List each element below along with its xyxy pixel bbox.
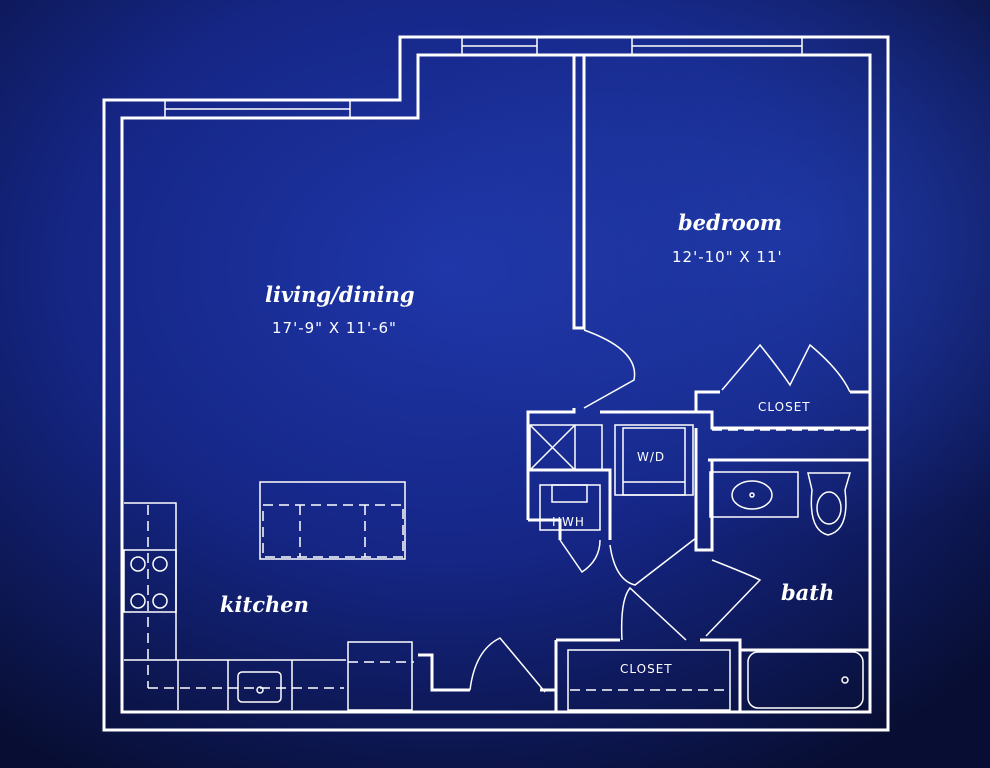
sink-icon [731, 480, 773, 510]
bathtub-icon [747, 651, 864, 709]
linen-shelves [529, 424, 603, 471]
exterior-walls [102, 35, 890, 732]
range-icon [123, 549, 177, 613]
living-dining-label: living/dining [265, 282, 415, 307]
kitchen-label: kitchen [220, 592, 309, 617]
interior-walls [418, 55, 870, 712]
bedroom-label: bedroom [678, 210, 782, 235]
hwh-label: HWH [552, 515, 585, 529]
closet-hall: CLOSET [567, 649, 731, 711]
kitchen-island [259, 481, 406, 560]
water-heater: HWH [539, 484, 601, 531]
windows [164, 36, 803, 119]
bath-fixtures [709, 471, 864, 709]
kitchen-sink-icon [237, 671, 282, 703]
wd-label: W/D [637, 450, 665, 464]
closet-hall-label: CLOSET [620, 662, 673, 676]
bath-label: bath [781, 580, 834, 605]
bedroom-dimensions: 12'-10" X 11' [672, 248, 783, 266]
kitchen-counters [123, 502, 414, 711]
washer-dryer: W/D [614, 424, 694, 496]
toilet-icon [807, 472, 852, 536]
closet-bedroom: CLOSET [712, 400, 866, 431]
living-dining-dimensions: 17'-9" X 11'-6" [272, 319, 397, 337]
doors [469, 329, 851, 693]
refrigerator-icon [347, 641, 413, 711]
closet-bedroom-label: CLOSET [758, 400, 811, 414]
